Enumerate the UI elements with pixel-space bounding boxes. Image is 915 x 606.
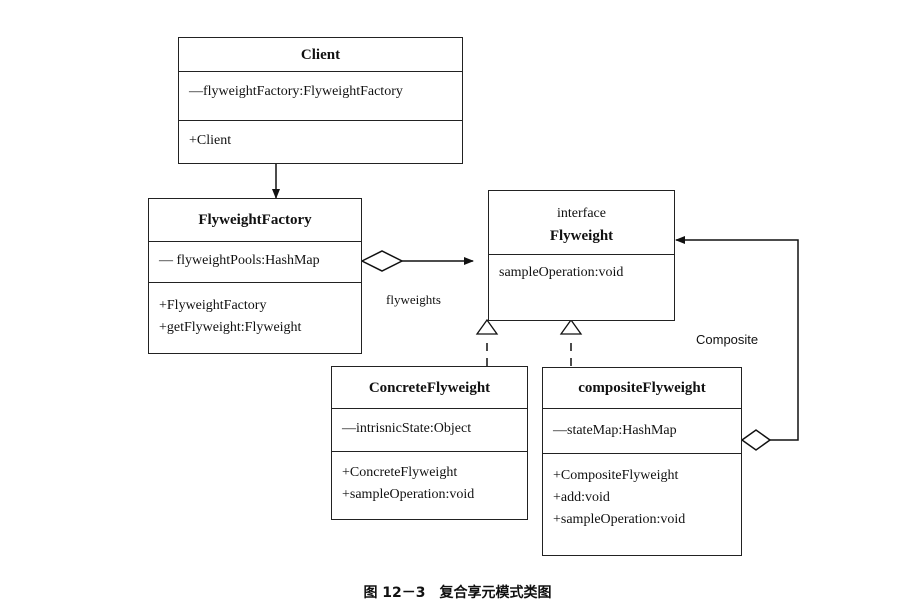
composite-flyweight-operation: +CompositeFlyweight [553, 468, 679, 483]
concrete-flyweight-class-box: ConcreteFlyweight —intrisnicState:Object… [331, 366, 528, 520]
flyweights-label: flyweights [386, 292, 441, 307]
concrete-flyweight-class-name: ConcreteFlyweight [368, 380, 491, 396]
flyweight-factory-operation: +FlyweightFactory [159, 298, 267, 313]
composite-flyweight-attribute: —stateMap:HashMap [553, 423, 677, 438]
composite-flyweight-operation: +sampleOperation:void [553, 512, 686, 527]
composite-flyweight-association [675, 236, 799, 441]
flyweight-operation: sampleOperation:void [499, 265, 624, 280]
client-class-box: Client —flyweightFactory:FlyweightFactor… [178, 37, 463, 164]
flyweight-factory-attribute: — flyweightPools:HashMap [159, 253, 320, 268]
figure-caption: 图 12－3 复合享元模式类图 [363, 585, 552, 601]
flyweight-interface-box: interface Flyweight sampleOperation:void [488, 190, 675, 321]
flyweight-factory-class-name: FlyweightFactory [198, 212, 312, 228]
factory-aggregation-diamond [360, 250, 404, 272]
composite-flyweight-class-name: compositeFlyweight [578, 380, 706, 396]
client-attribute: —flyweightFactory:FlyweightFactory [189, 84, 403, 99]
composite-aggregation-diamond [740, 429, 772, 451]
composite-label: Composite [696, 332, 759, 347]
client-class-name: Client [300, 47, 341, 63]
realization-triangle-composite [559, 318, 583, 335]
flyweight-factory-operation: +getFlyweight:Flyweight [159, 320, 302, 335]
flyweight-class-name: Flyweight [549, 228, 614, 244]
concrete-flyweight-attribute: —intrisnicState:Object [342, 421, 472, 436]
concrete-flyweight-operation: +sampleOperation:void [342, 487, 475, 502]
composite-flyweight-operation: +add:void [553, 490, 610, 505]
flyweight-stereotype: interface [557, 206, 606, 221]
client-operation: +Client [189, 133, 232, 148]
realization-triangle-concrete [475, 318, 499, 335]
concrete-flyweight-operation: +ConcreteFlyweight [342, 465, 458, 480]
flyweight-factory-class-box: FlyweightFactory — flyweightPools:HashMa… [148, 198, 362, 354]
composite-flyweight-class-box: compositeFlyweight —stateMap:HashMap +Co… [542, 367, 742, 556]
